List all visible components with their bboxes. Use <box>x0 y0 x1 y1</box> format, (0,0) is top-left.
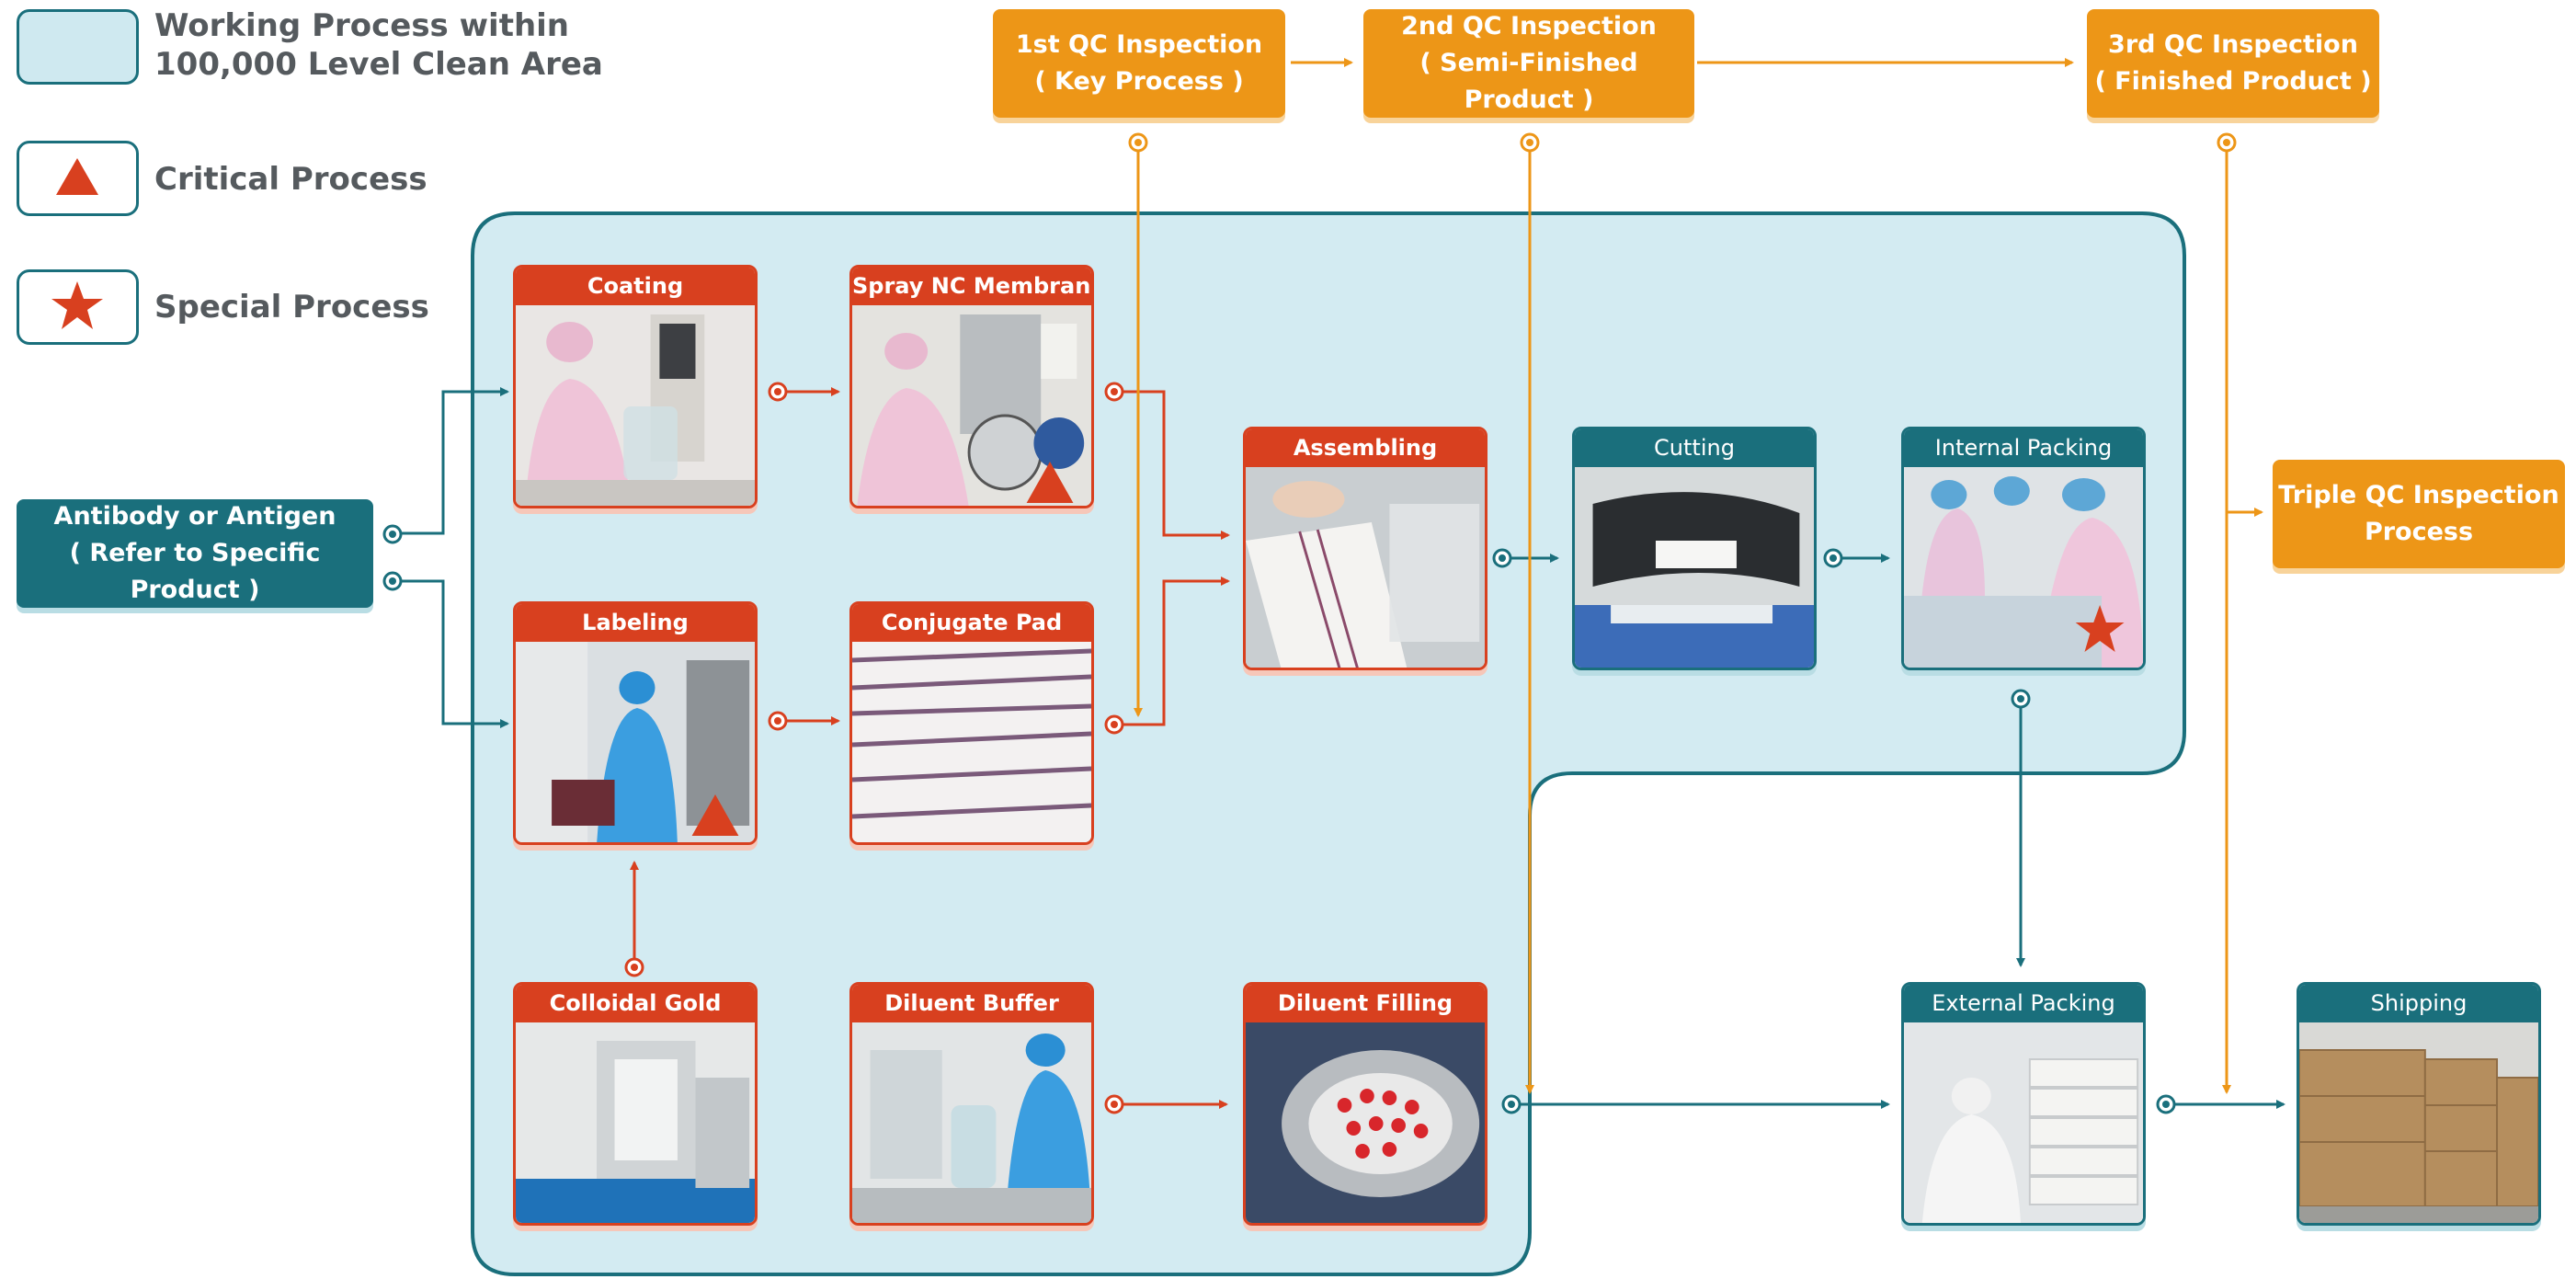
process-card-labeling: Labeling <box>513 601 758 845</box>
spray-nc-membrane-photo <box>852 305 1091 506</box>
legend-clean-line1: Working Process within <box>154 7 570 44</box>
process-card-coating: Coating <box>513 265 758 508</box>
internal-packing-photo <box>1904 467 2143 668</box>
process-title-internal-packing: Internal Packing <box>1904 429 2143 467</box>
connector-conjugate-assembling <box>1114 577 1230 726</box>
process-card-shipping: Shipping <box>2297 982 2541 1226</box>
qc-triple-line2: Process <box>2364 518 2474 546</box>
process-title-shipping: Shipping <box>2299 985 2538 1022</box>
process-card-external-packing: External Packing <box>1901 982 2146 1226</box>
qc-third-line2: ( Finished Product ) <box>2094 67 2372 96</box>
source-line1: Antibody or Antigen <box>53 502 336 531</box>
critical-marker-triangle <box>1026 462 1074 503</box>
qc-first-line1: 1st QC Inspection <box>1015 30 1263 59</box>
external-packing-photo <box>1904 1022 2143 1223</box>
process-card-internal-packing: Internal Packing <box>1901 427 2146 670</box>
critical-marker-triangle <box>691 794 739 836</box>
qc-second-box: 2nd QC Inspection ( Semi-Finished Produc… <box>1363 9 1694 118</box>
process-title-assembling: Assembling <box>1246 429 1485 467</box>
process-card-spray-nc-membrane: Spray NC Membrane <box>849 265 1094 508</box>
process-title-colloidal-gold: Colloidal Gold <box>516 985 755 1022</box>
process-card-diluent-filling: Diluent Filling <box>1243 982 1487 1226</box>
process-card-cutting: Cutting <box>1572 427 1817 670</box>
connector-source-labeling <box>393 579 509 728</box>
triangle-icon <box>56 158 98 195</box>
connector-source-coating <box>393 387 509 535</box>
process-card-conjugate-pad: Conjugate Pad <box>849 601 1094 845</box>
source-line2: ( Refer to Specific Product ) <box>69 539 321 604</box>
process-title-external-packing: External Packing <box>1904 985 2143 1022</box>
cutting-photo <box>1575 467 1814 668</box>
process-title-cutting: Cutting <box>1575 429 1814 467</box>
process-title-diluent-filling: Diluent Filling <box>1246 985 1485 1022</box>
legend-critical-label: Critical Process <box>154 161 427 198</box>
labeling-photo <box>516 642 755 842</box>
legend-special-swatch <box>17 269 139 345</box>
coating-photo <box>516 305 755 506</box>
process-title-spray-nc-membrane: Spray NC Membrane <box>852 268 1091 305</box>
legend-clean-area-swatch <box>17 9 139 85</box>
qc-triple-line1: Triple QC Inspection <box>2278 481 2559 509</box>
legend-critical-swatch <box>17 141 139 216</box>
process-card-assembling: Assembling <box>1243 427 1487 670</box>
qc-second-line1: 2nd QC Inspection <box>1401 12 1657 40</box>
process-title-labeling: Labeling <box>516 604 755 642</box>
process-card-diluent-buffer: Diluent Buffer <box>849 982 1094 1226</box>
qc-second-line2: ( Semi-Finished Product ) <box>1419 49 1638 114</box>
process-title-coating: Coating <box>516 268 755 305</box>
diluent-filling-photo <box>1246 1022 1485 1223</box>
qc-first-box: 1st QC Inspection ( Key Process ) <box>993 9 1285 118</box>
legend-clean-area-label: Working Process within 100,000 Level Cle… <box>154 6 603 84</box>
colloidal-gold-photo <box>516 1022 755 1223</box>
qc-first-line2: ( Key Process ) <box>1034 67 1244 96</box>
star-icon <box>51 281 103 329</box>
qc-third-line1: 3rd QC Inspection <box>2108 30 2358 59</box>
process-title-conjugate-pad: Conjugate Pad <box>852 604 1091 642</box>
special-marker-star <box>2075 605 2125 652</box>
diluent-buffer-photo <box>852 1022 1091 1223</box>
assembling-photo <box>1246 467 1485 668</box>
process-title-diluent-buffer: Diluent Buffer <box>852 985 1091 1022</box>
legend-special-label: Special Process <box>154 289 429 325</box>
process-card-colloidal-gold: Colloidal Gold <box>513 982 758 1226</box>
shipping-photo <box>2299 1022 2538 1223</box>
conjugate-pad-photo <box>852 642 1091 842</box>
qc-triple-box: Triple QC Inspection Process <box>2273 460 2565 568</box>
legend-clean-line2: 100,000 Level Clean Area <box>154 46 603 83</box>
qc-third-box: 3rd QC Inspection ( Finished Product ) <box>2087 9 2379 118</box>
antibody-antigen-box: Antibody or Antigen ( Refer to Specific … <box>17 499 373 608</box>
